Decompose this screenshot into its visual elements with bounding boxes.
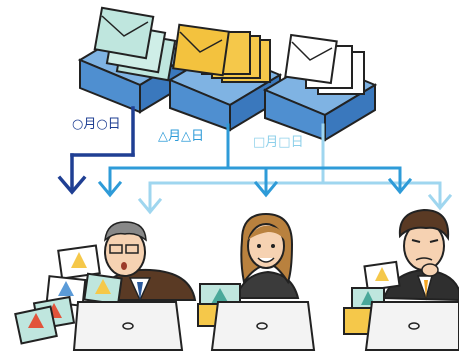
- date-label-circle: ○月○日: [72, 117, 121, 132]
- teal-envelope-stack: [93, 6, 177, 82]
- date-label-triangle: △月△日: [158, 129, 204, 144]
- date-label-square: □月□日: [253, 135, 304, 150]
- alert-envelope: [14, 305, 58, 345]
- person-woman: [234, 212, 300, 299]
- alert-envelope: [57, 244, 101, 280]
- laptop-right: [364, 301, 459, 351]
- mail-tray-middle: [167, 23, 283, 132]
- alert-envelopes-left: [14, 244, 123, 345]
- arrows: [57, 106, 453, 215]
- yellow-envelope-stack: [172, 23, 271, 83]
- arrow-dark: [57, 106, 135, 195]
- white-envelope-stack: [284, 33, 365, 95]
- person-young-man: [382, 208, 459, 302]
- laptop-middle: [210, 301, 316, 351]
- alert-envelope: [363, 260, 401, 292]
- mail-tray-right: [262, 33, 378, 142]
- alert-envelopes-right: [343, 260, 401, 335]
- laptop-left: [72, 301, 184, 351]
- alert-envelope: [83, 272, 123, 306]
- arrow-mid: [97, 123, 413, 198]
